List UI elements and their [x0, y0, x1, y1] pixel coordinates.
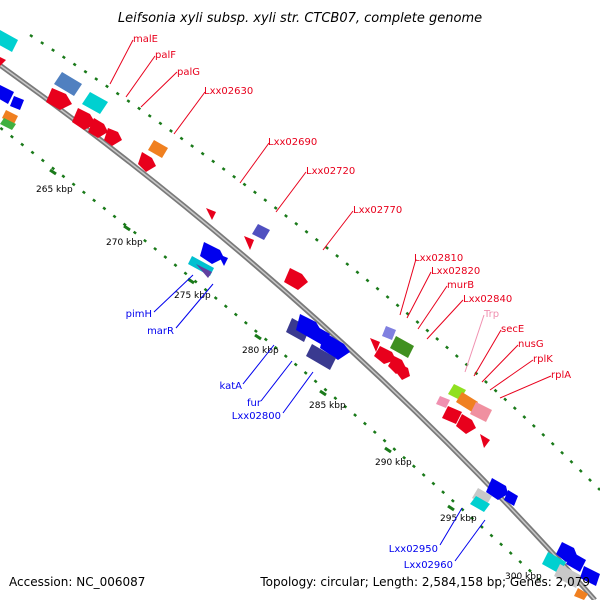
- gene-label-trp: Trp: [483, 309, 499, 320]
- kbp-label: 270 kbp: [106, 238, 143, 248]
- gene-label-pimH: pimH: [126, 309, 152, 320]
- gene-label-nusG: nusG: [518, 339, 544, 350]
- kbp-ticks: [49, 168, 455, 512]
- kbp-label: 300 kbp: [505, 572, 542, 582]
- gene-features: [0, 30, 600, 600]
- gene-label-fur: fur: [247, 398, 262, 409]
- kbp-label: 290 kbp: [375, 458, 412, 468]
- kbp-label: 275 kbp: [174, 291, 211, 301]
- kbp-label: 280 kbp: [242, 346, 279, 356]
- gene-label-lxx02950: Lxx02950: [389, 544, 438, 555]
- tick-tracks: [0, 33, 600, 581]
- gene-label-lxx02840: Lxx02840: [463, 294, 512, 305]
- kbp-labels: 265 kbp 270 kbp 275 kbp 280 kbp 285 kbp …: [36, 185, 542, 582]
- gene-label-katA: katA: [219, 381, 242, 392]
- gene-label-murB: murB: [447, 280, 474, 291]
- genome-info: Topology: circular; Length: 2,584,158 bp…: [259, 575, 590, 589]
- gene-label-marR: marR: [147, 326, 174, 337]
- accession-label: Accession: NC_006087: [9, 575, 145, 589]
- gene-label-lxx02810: Lxx02810: [414, 253, 463, 264]
- gene-label-rplK: rplK: [533, 354, 553, 365]
- kbp-label: 285 kbp: [309, 401, 346, 411]
- gene-labels: malE palF palG Lxx02630 Lxx02690 Lxx0272…: [126, 34, 572, 571]
- gene-label-malE: malE: [133, 34, 158, 45]
- gene-label-lxx02800: Lxx02800: [232, 411, 281, 422]
- gene-label-lxx02630: Lxx02630: [204, 86, 253, 97]
- gene-label-lxx02770: Lxx02770: [353, 205, 402, 216]
- map-title: Leifsonia xyli subsp. xyli str. CTCB07, …: [118, 11, 482, 26]
- gene-label-lxx02820: Lxx02820: [431, 266, 480, 277]
- gene-label-lxx02960: Lxx02960: [404, 560, 453, 571]
- gene-label-lxx02720: Lxx02720: [306, 166, 355, 177]
- gene-label-secE: secE: [501, 324, 524, 335]
- gene-label-rplA: rplA: [551, 370, 571, 381]
- label-leaders: [109, 39, 552, 562]
- gene-label-lxx02690: Lxx02690: [268, 137, 317, 148]
- kbp-label: 265 kbp: [36, 185, 73, 195]
- gene-label-palF: palF: [155, 50, 176, 61]
- kbp-label: 295 kbp: [440, 514, 477, 524]
- gene-label-palG: palG: [177, 67, 200, 78]
